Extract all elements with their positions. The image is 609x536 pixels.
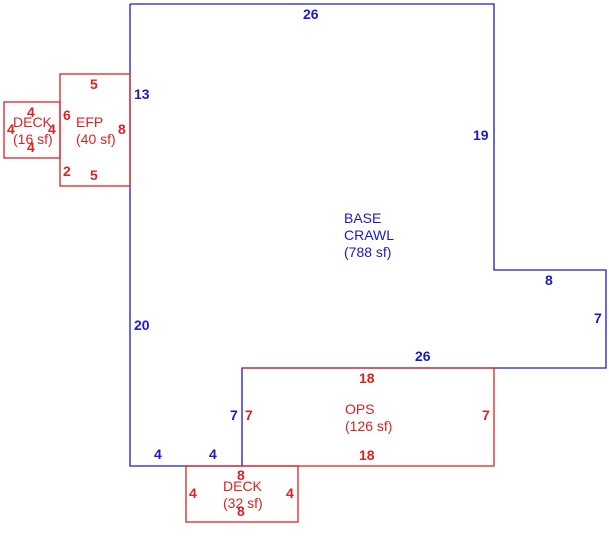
- deck-west-outline: [3, 101, 61, 159]
- dim-ops-right: 7: [482, 407, 490, 423]
- dim-base-bottom-mid: 26: [415, 348, 431, 364]
- deck-south-outline: [185, 465, 299, 523]
- ops-area: (126 sf): [345, 418, 393, 434]
- dim-base-step-top: 8: [545, 272, 553, 288]
- dim-efp-left-lower: 2: [63, 163, 71, 179]
- dim-deckw-left: 4: [7, 121, 15, 137]
- base-crawl-area: (788 sf): [344, 244, 392, 260]
- dim-base-bottom-left-b: 4: [209, 446, 217, 462]
- base-crawl-name: BASE: [344, 210, 382, 226]
- dim-base-bottom-left-a: 4: [154, 446, 162, 462]
- dim-deckw-bottom: 4: [27, 139, 35, 155]
- deck-west-label: DECK (16 sf): [13, 114, 53, 148]
- deck-south-area: (32 sf): [223, 495, 263, 511]
- dim-decks-right: 4: [286, 485, 294, 501]
- ops-label: OPS (126 sf): [345, 401, 392, 435]
- deck-south-label: DECK (32 sf): [223, 478, 263, 512]
- dim-efp-bottom: 5: [90, 167, 98, 183]
- dim-ops-bottom: 18: [359, 447, 375, 463]
- dim-decks-left: 4: [189, 485, 197, 501]
- base-crawl-label: BASE CRAWL (788 sf): [344, 210, 394, 261]
- dim-deckw-top: 4: [27, 104, 35, 120]
- dim-base-right-upper: 19: [473, 127, 489, 143]
- deck-south-name: DECK: [223, 478, 262, 494]
- dim-base-inner-left: 7: [230, 407, 238, 423]
- dim-decks-bottom: 8: [237, 503, 245, 519]
- dim-base-left-lower: 20: [134, 317, 150, 333]
- base-crawl-outline: [129, 3, 607, 467]
- dim-efp-top: 5: [90, 76, 98, 92]
- dim-decks-top: 8: [237, 467, 245, 483]
- efp-name: EFP: [76, 114, 104, 130]
- dim-ops-top: 18: [359, 370, 375, 386]
- deck-west-area: (16 sf): [13, 131, 53, 147]
- dim-deckw-right: 4: [48, 121, 56, 137]
- ops-name: OPS: [345, 401, 375, 417]
- dim-efp-left-upper: 6: [63, 107, 71, 123]
- dim-base-top: 26: [303, 6, 319, 22]
- efp-label: EFP (40 sf): [76, 114, 116, 148]
- dim-base-left-upper: 13: [134, 86, 150, 102]
- deck-west-name: DECK: [13, 114, 52, 130]
- base-crawl-sub: CRAWL: [344, 227, 395, 243]
- dim-base-right-lower: 7: [594, 310, 602, 326]
- efp-area: (40 sf): [76, 131, 116, 147]
- ops-outline: [242, 367, 495, 467]
- dim-efp-right: 8: [118, 121, 126, 137]
- dim-ops-left: 7: [245, 407, 253, 423]
